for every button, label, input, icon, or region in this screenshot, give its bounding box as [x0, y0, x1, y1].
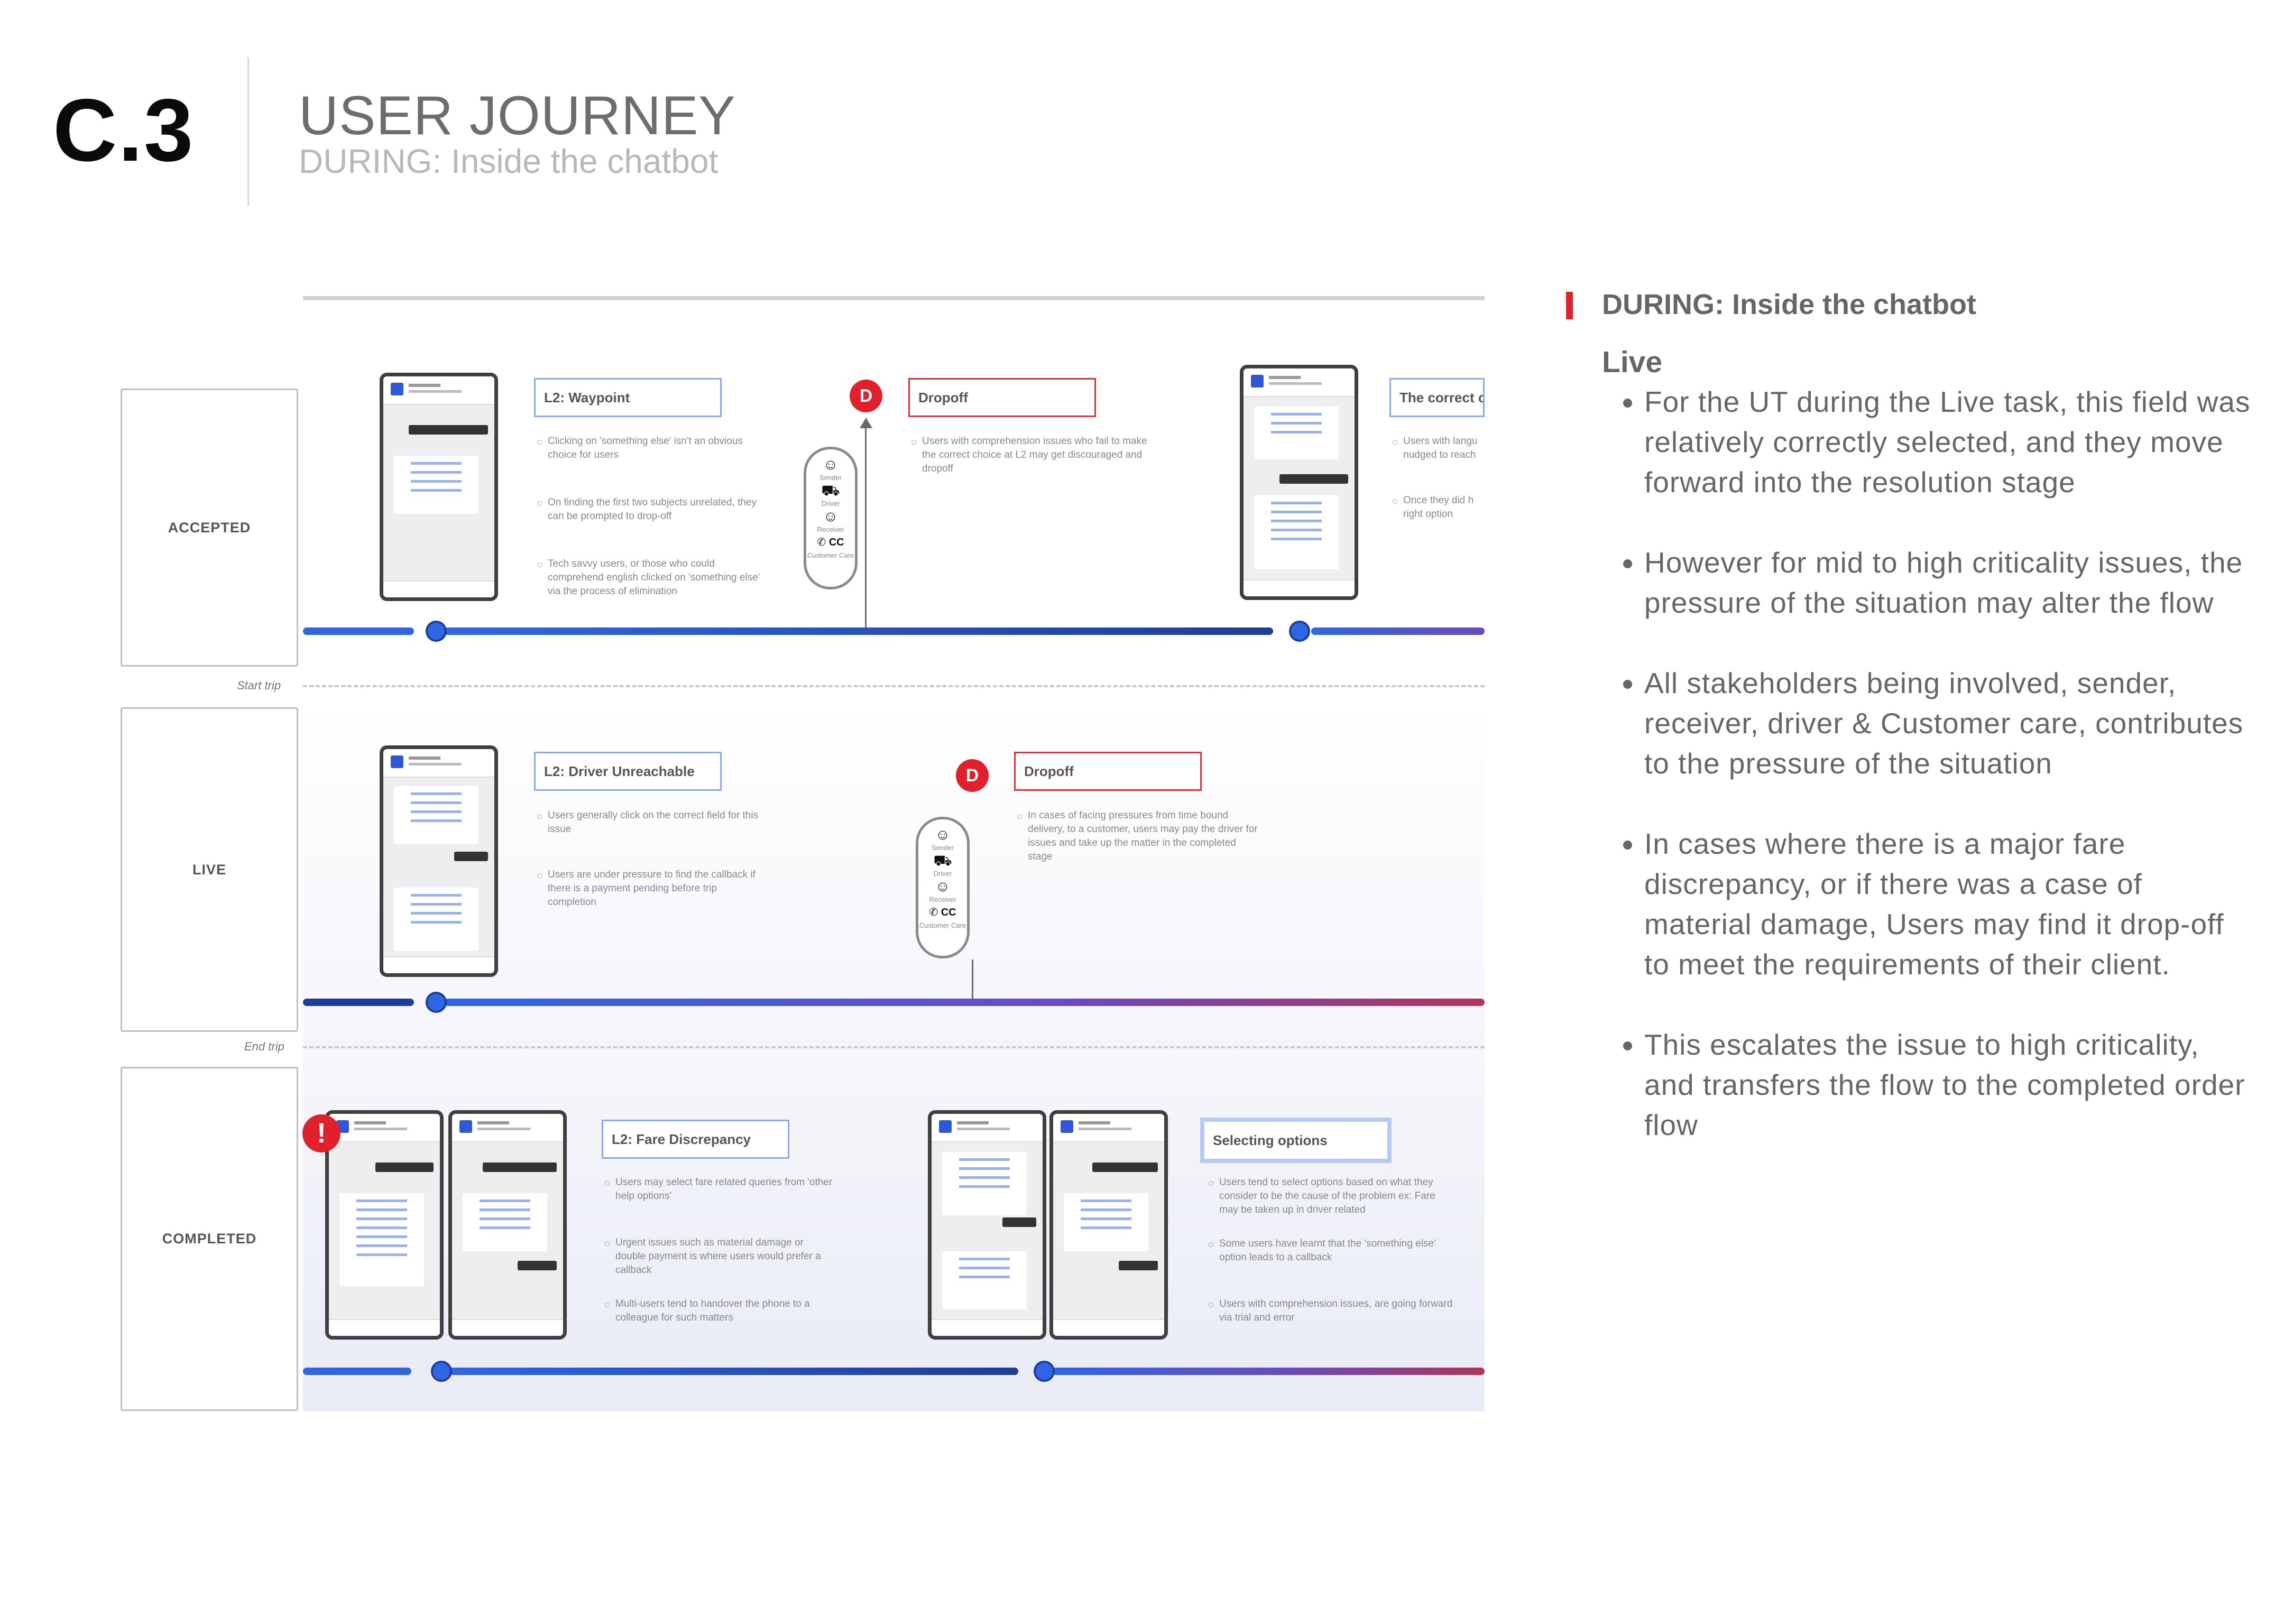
- fare-note-1: Users may select fare related queries fr…: [602, 1176, 834, 1203]
- chatbot-screen-completed-2: [448, 1110, 567, 1340]
- dropoff-note-accepted: Users with comprehension issues who fail…: [908, 435, 1152, 476]
- receiver-icon: ☺: [823, 508, 839, 524]
- header-divider: [247, 57, 249, 206]
- diagram-top-rule: [303, 296, 1485, 300]
- waypoint-note-1: Clicking on 'something else' isn't an ob…: [534, 435, 761, 462]
- driver-unreachable-label: L2: Driver Unreachable: [534, 752, 722, 791]
- selecting-options-label: Selecting options: [1200, 1118, 1392, 1163]
- sender-label: Sender: [932, 844, 954, 852]
- finding-item: However for mid to high criticality issu…: [1644, 542, 2258, 623]
- stage-live-label: LIVE: [192, 861, 226, 878]
- stage-completed-label: COMPLETED: [162, 1231, 257, 1247]
- dropoff-line-live: [972, 959, 973, 1001]
- selecting-note-1: Users tend to select options based on wh…: [1205, 1176, 1454, 1217]
- finding-item: This escalates the issue to high critica…: [1644, 1025, 2258, 1145]
- stage-accepted-label: ACCEPTED: [168, 519, 251, 536]
- stage-live: LIVE: [121, 707, 298, 1032]
- timeline-accepted-seg-1: [303, 628, 414, 635]
- care-label: Customer Care: [807, 551, 854, 559]
- care-badge: CC: [941, 907, 956, 918]
- unreachable-note-1: Users generally click on the correct fie…: [534, 809, 761, 836]
- driver-icon: ⛟: [933, 852, 952, 869]
- care-label: Customer Care: [919, 921, 966, 929]
- correct-note-2: Once they did h right option: [1389, 494, 1485, 521]
- correct-note-1: Users with langu nudged to reach: [1389, 435, 1485, 462]
- driver-label: Driver: [821, 500, 840, 508]
- fare-note-2: Urgent issues such as material damage or…: [602, 1236, 834, 1277]
- timeline-live-seg-2: [444, 999, 1485, 1006]
- dropoff-line-accepted: [865, 426, 867, 631]
- timeline-completed-seg-2: [447, 1368, 1018, 1375]
- dropoff-arrowhead-accepted: [860, 418, 872, 428]
- warning-icon: !: [302, 1114, 340, 1152]
- fare-note-3: Multi-users tend to handover the phone t…: [602, 1297, 834, 1325]
- chatbot-screen-accepted-1: [380, 373, 498, 601]
- care-icon: ✆ CC: [817, 537, 844, 548]
- selecting-note-2: Some users have learnt that the 'somethi…: [1205, 1237, 1454, 1265]
- timeline-completed-seg-1: [303, 1368, 411, 1375]
- timeline-completed-seg-3: [1052, 1368, 1485, 1375]
- dropoff-marker-accepted: D: [850, 380, 882, 412]
- end-trip-divider: [303, 1046, 1485, 1048]
- waypoint-note-3: Tech savvy users, or those who could com…: [534, 557, 761, 598]
- live-panel-bg: [303, 702, 1485, 1046]
- panel-heading: DURING: Inside the chatbot: [1602, 289, 1977, 320]
- chatbot-screen-completed-3: [928, 1110, 1046, 1340]
- sender-icon: ☺: [935, 826, 951, 843]
- care-icon: ✆ CC: [929, 907, 956, 918]
- findings-list: For the UT during the Live task, this fi…: [1618, 382, 2258, 1185]
- dropoff-label-accepted: Dropoff: [908, 378, 1096, 417]
- driver-icon: ⛟: [821, 482, 840, 499]
- timeline-node: [1034, 1361, 1055, 1382]
- finding-item: For the UT during the Live task, this fi…: [1644, 382, 2258, 502]
- chatbot-screen-live: [380, 745, 498, 977]
- timeline-node: [431, 1361, 452, 1382]
- page-title: USER JOURNEY: [299, 85, 736, 146]
- sender-icon: ☺: [823, 456, 839, 473]
- timeline-live-seg-1: [303, 999, 414, 1006]
- accent-bar: [1566, 292, 1573, 319]
- waypoint-note-2: On finding the first two subjects unrela…: [534, 496, 761, 523]
- fare-discrepancy-label: L2: Fare Discrepancy: [602, 1120, 789, 1159]
- receiver-icon: ☺: [935, 878, 951, 894]
- timeline-node: [1289, 621, 1310, 642]
- correct-choice-label: The correct c: [1389, 378, 1485, 417]
- stage-accepted: ACCEPTED: [121, 389, 298, 667]
- timeline-node: [426, 992, 447, 1013]
- start-trip-label: Start trip: [237, 679, 281, 692]
- panel-subheading: Live: [1602, 345, 1663, 379]
- page-subtitle: DURING: Inside the chatbot: [299, 142, 719, 180]
- timeline-node: [426, 621, 447, 642]
- receiver-label: Receiver: [817, 525, 844, 533]
- timeline-accepted-seg-3: [1311, 628, 1485, 635]
- end-trip-label: End trip: [244, 1040, 284, 1053]
- selecting-note-3: Users with comprehension issues, are goi…: [1205, 1297, 1454, 1325]
- start-trip-divider: [303, 685, 1485, 687]
- care-badge: CC: [828, 537, 844, 548]
- waypoint-label: L2: Waypoint: [534, 378, 722, 417]
- driver-label: Driver: [933, 870, 952, 878]
- dropoff-label-live: Dropoff: [1014, 752, 1202, 791]
- chatbot-screen-completed-1: [325, 1110, 444, 1340]
- receiver-label: Receiver: [929, 896, 956, 903]
- dropoff-note-live: In cases of facing pressures from time b…: [1014, 809, 1263, 864]
- timeline-accepted-seg-2: [444, 628, 1273, 635]
- finding-item: All stakeholders being involved, sender,…: [1644, 663, 2258, 783]
- section-code: C.3: [53, 80, 195, 180]
- sender-label: Sender: [819, 474, 842, 482]
- finding-item: In cases where there is a major fare dis…: [1644, 824, 2258, 984]
- unreachable-note-2: Users are under pressure to find the cal…: [534, 868, 761, 909]
- chatbot-screen-accepted-2: [1240, 365, 1358, 600]
- stage-completed: COMPLETED: [121, 1067, 298, 1411]
- chatbot-screen-completed-4: [1049, 1110, 1168, 1340]
- dropoff-marker-live: D: [956, 759, 989, 792]
